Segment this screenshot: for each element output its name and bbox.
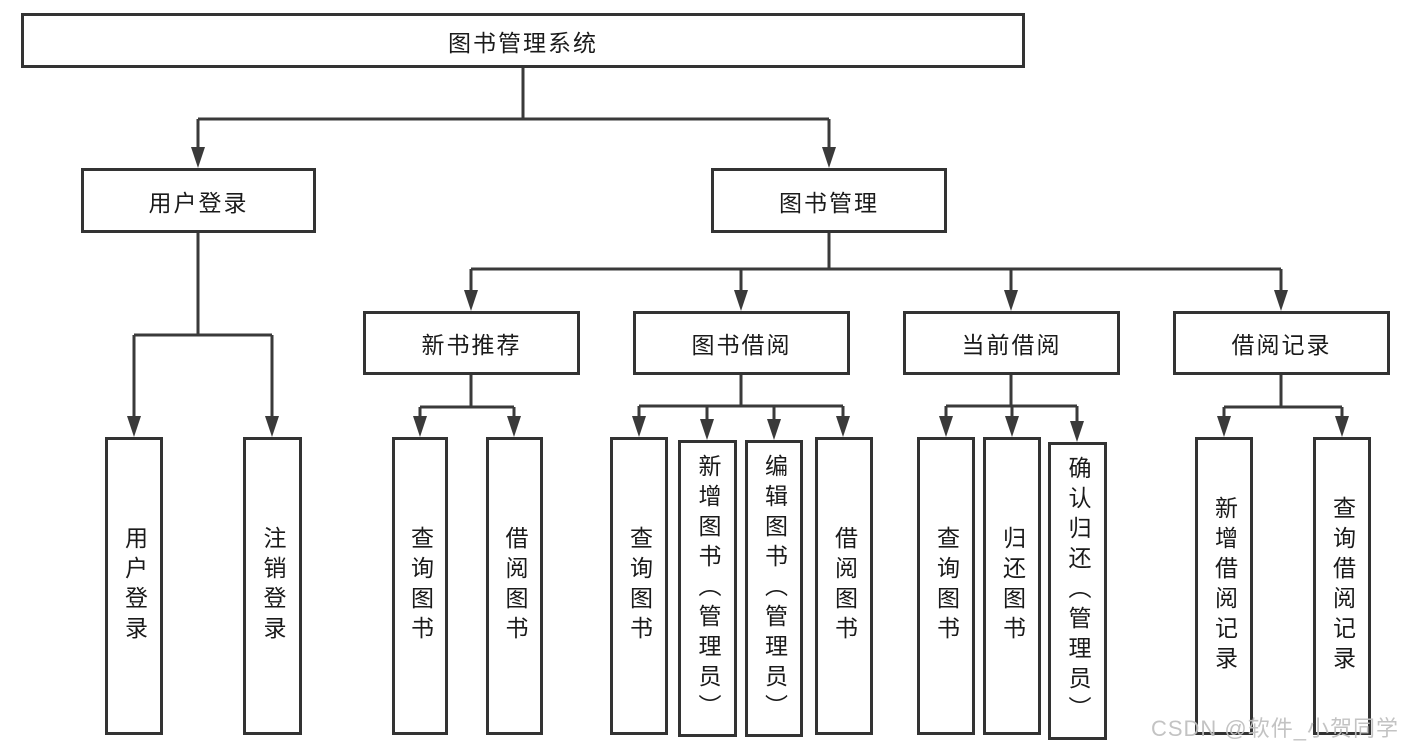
node-library-management-system: 图书管理系统	[21, 13, 1025, 68]
leaf-query-books-recommend: 查询图书	[392, 437, 448, 735]
leaf-query-borrow-record: 查询借阅记录	[1313, 437, 1371, 735]
node-label: 新增借阅记录	[1211, 496, 1238, 676]
node-book-management: 图书管理	[711, 168, 947, 233]
node-user-login: 用户登录	[81, 168, 316, 233]
node-label: 借阅图书	[831, 526, 858, 646]
node-label: 借阅图书	[502, 526, 528, 646]
leaf-logout: 注销登录	[243, 437, 302, 735]
node-label: 新书推荐	[421, 332, 522, 358]
leaf-user-login: 用户登录	[105, 437, 163, 735]
node-label: 用户登录	[148, 189, 249, 216]
node-label: 新增图书（管理员）	[695, 453, 721, 724]
leaf-add-borrow-record: 新增借阅记录	[1195, 437, 1253, 735]
node-new-book-recommend: 新书推荐	[363, 311, 580, 375]
leaf-borrow-books-borrowing: 借阅图书	[815, 437, 873, 735]
leaf-borrow-books-recommend: 借阅图书	[486, 437, 543, 735]
node-label: 图书借阅	[691, 332, 792, 358]
node-label: 查询图书	[933, 526, 960, 646]
node-label: 图书管理	[779, 189, 879, 216]
leaf-confirm-return-admin: 确认归还（管理员）	[1048, 442, 1107, 740]
leaf-return-books: 归还图书	[983, 437, 1041, 735]
node-label: 图书管理系统	[448, 29, 598, 56]
leaf-add-book-admin: 新增图书（管理员）	[678, 440, 737, 737]
node-label: 当前借阅	[961, 332, 1062, 358]
node-borrowing-records: 借阅记录	[1173, 311, 1390, 375]
node-book-borrowing: 图书借阅	[633, 311, 850, 375]
node-label: 查询图书	[626, 526, 653, 646]
leaf-query-books-borrowing: 查询图书	[610, 437, 668, 735]
node-label: 查询借阅记录	[1329, 496, 1356, 676]
node-label: 借阅记录	[1231, 332, 1332, 358]
node-label: 注销登录	[260, 526, 286, 646]
node-label: 归还图书	[999, 526, 1026, 646]
node-label: 查询图书	[407, 526, 434, 646]
watermark-text: CSDN @软件_小贺同学	[1150, 716, 1399, 741]
node-label: 用户登录	[121, 526, 148, 646]
node-label: 编辑图书（管理员）	[761, 453, 788, 724]
leaf-edit-book-admin: 编辑图书（管理员）	[745, 440, 803, 737]
node-current-borrowing: 当前借阅	[903, 311, 1120, 375]
leaf-query-books-current: 查询图书	[917, 437, 975, 735]
node-label: 确认归还（管理员）	[1065, 456, 1091, 726]
